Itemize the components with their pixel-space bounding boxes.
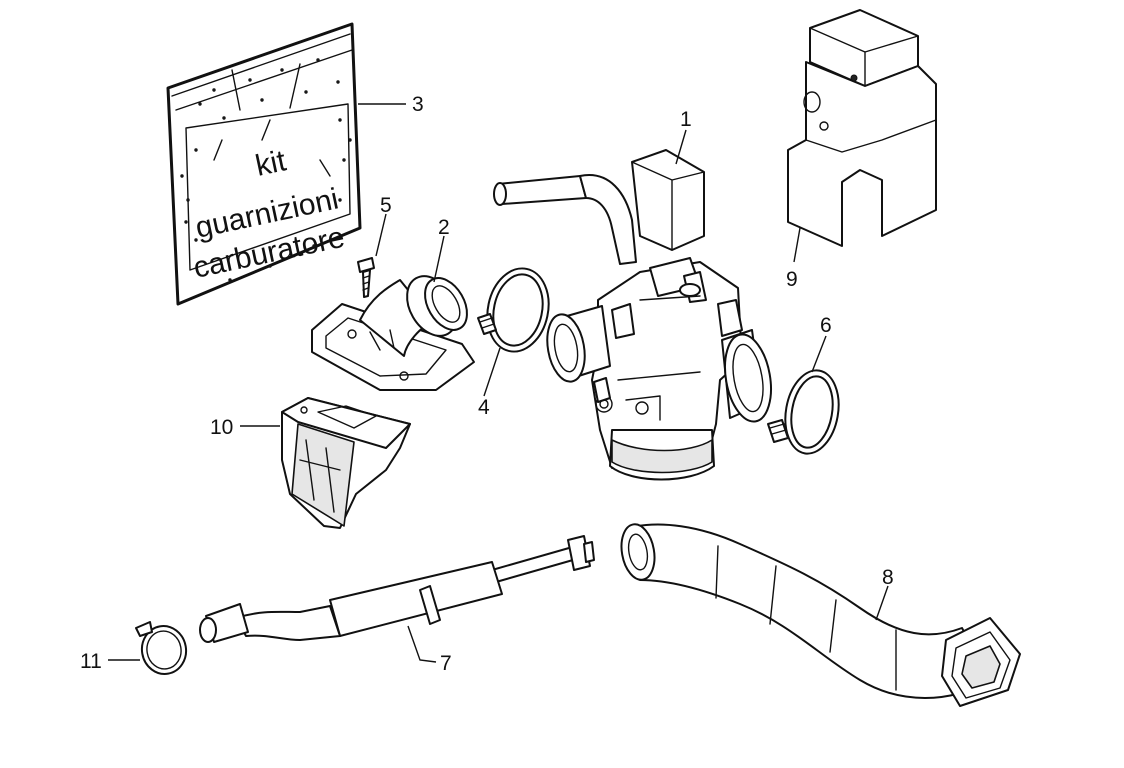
clamp-large [767, 369, 840, 455]
hose-clip [135, 621, 188, 675]
screw [357, 257, 375, 298]
callout-9: 9 [786, 268, 798, 291]
carburettor-cover [787, 9, 937, 247]
callout-numbers: 1 2 3 4 5 6 7 8 9 10 11 [80, 93, 894, 675]
callout-4: 4 [478, 396, 490, 419]
callout-2: 2 [438, 216, 450, 239]
reed-valve [281, 397, 411, 529]
callout-5: 5 [380, 194, 392, 217]
callout-3: 3 [412, 93, 424, 116]
callout-11: 11 [80, 650, 102, 673]
clamp-small [477, 267, 550, 353]
breather-tube [199, 535, 595, 643]
gasket-kit-bag: kit guarnizioni carburatore [166, 22, 362, 306]
callout-10: 10 [210, 416, 233, 439]
leader-lines [108, 103, 889, 663]
intake-manifold [311, 275, 475, 391]
air-hose [620, 523, 1021, 707]
callout-1: 1 [680, 108, 692, 131]
carburettor [493, 149, 772, 481]
callout-8: 8 [882, 566, 894, 589]
callout-7: 7 [440, 652, 452, 675]
callout-6: 6 [820, 314, 832, 337]
